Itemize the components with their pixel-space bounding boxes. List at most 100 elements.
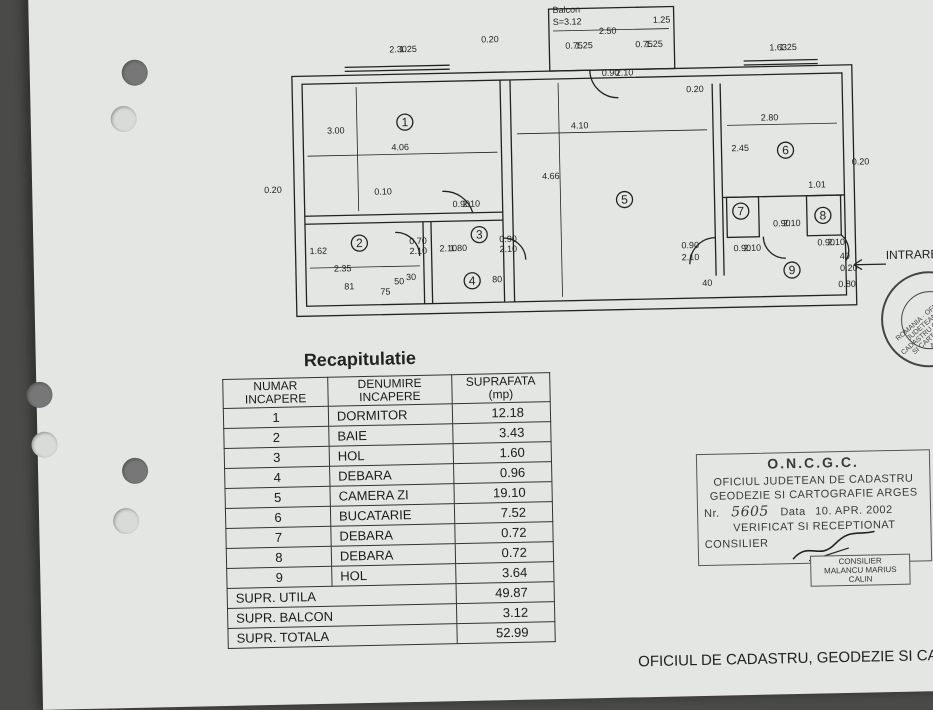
room-name-cell: HOL [329, 443, 454, 467]
room-area-cell: 0.72 [454, 521, 554, 544]
wall [509, 79, 516, 302]
dimension-label: 1.80 [449, 243, 467, 253]
dimension-label: 1.01 [808, 179, 826, 189]
closet-7 [725, 196, 760, 239]
dimension-label: 2.10 [439, 243, 457, 253]
footer-text: OFICIUL DE CADASTRU, GEODEZIE SI CARTOG [638, 646, 933, 671]
dimension-label: 1.25 [575, 40, 593, 50]
oncgc-stamp: O.N.C.G.C. OFICIUL JUDETEAN DE CADASTRU … [695, 449, 933, 567]
room-circle [350, 234, 369, 252]
balcony-outline [547, 5, 676, 72]
dimension-label: 4.06 [391, 142, 409, 152]
room-name-cell: HOL [331, 563, 456, 587]
window [743, 58, 818, 62]
dimension-label: 0.20 [840, 263, 858, 273]
door-swing [689, 237, 716, 265]
inner-wall [301, 72, 848, 307]
dimension-line [309, 265, 420, 269]
entrance-arrow [853, 263, 886, 266]
dimension-label: 1.25 [645, 39, 663, 49]
dimension-label: 2.80 [761, 112, 779, 122]
wall [499, 80, 506, 303]
punch-hole [26, 381, 53, 409]
room-circle [783, 261, 801, 279]
room-circle [732, 202, 750, 220]
dimension-label: 0.75 [565, 40, 583, 50]
room-area-cell: 19.10 [453, 481, 553, 504]
room-number: 4 [469, 274, 476, 288]
dimension-label: 0.20 [481, 34, 499, 44]
room-area-cell: 0.96 [453, 461, 552, 484]
dimension-label: 1.25 [399, 44, 417, 54]
dimension-label: 2.50 [599, 26, 617, 36]
room-circle [463, 272, 481, 290]
dimension-label: 2.10 [783, 218, 801, 228]
balcony-area: S=3.12 [553, 16, 582, 27]
room-circle [470, 225, 488, 244]
room-area-cell: 1.60 [452, 441, 552, 464]
room-number-cell: 2 [223, 426, 330, 449]
dimension-label: 3.00 [327, 125, 345, 135]
room-number-cell: 1 [223, 406, 329, 429]
dimension-label: 2.10 [462, 199, 480, 209]
consilier-stamp: CONSILIER MALANCU MARIUS CALIN [810, 553, 911, 587]
room-name-cell: DEBARA [329, 463, 454, 487]
stamp-nr-value: 5605 [731, 503, 770, 521]
dimension-line [307, 151, 498, 157]
dimension-label: 0.90 [773, 218, 791, 228]
room-number: 8 [819, 208, 826, 222]
dimension-label: 0.90 [452, 199, 470, 209]
door-swing [840, 234, 850, 262]
dimension-label: 2.30 [389, 44, 407, 54]
wall [422, 221, 426, 304]
dimension-label: 0.90 [733, 243, 751, 253]
total-value: 3.12 [456, 601, 555, 624]
room-name-cell: DORMITOR [328, 403, 453, 427]
room-number-cell: 6 [225, 506, 331, 529]
dimension-label: 40 [840, 251, 850, 261]
door-swing [503, 237, 527, 260]
dimension-label: 1.25 [653, 15, 671, 25]
room-circle [396, 113, 414, 131]
punch-hole [112, 507, 140, 535]
room-name-cell: BUCATARIE [330, 503, 455, 527]
door-swing [442, 190, 474, 213]
window [344, 68, 450, 73]
dimension-label: 2.10 [616, 67, 634, 77]
room-number-cell: 9 [226, 566, 333, 589]
room-circle [615, 190, 634, 209]
room-number: 5 [621, 192, 628, 206]
dimension-label: 2.10 [499, 244, 517, 254]
window [344, 64, 450, 69]
room-area-cell: 3.43 [452, 421, 552, 444]
dimension-label: 75 [380, 286, 390, 296]
room-number: 2 [356, 236, 363, 250]
recap-table: NUMAR INCAPERE DENUMIRE INCAPERE SUPRAFA… [222, 372, 556, 649]
dimension-label: 0.20 [264, 185, 282, 195]
dimension-label: 0.90 [602, 68, 620, 78]
room-number-cell: 4 [224, 466, 330, 489]
entrance-label: INTRARE [885, 246, 933, 263]
room-name-cell: BAIE [328, 423, 453, 447]
window [743, 62, 818, 66]
recap-title: Recapitulatie [303, 347, 417, 371]
dimension-label: 0.20 [852, 156, 870, 166]
dimension-label: 0.70 [409, 236, 427, 246]
door-swing [395, 231, 421, 256]
room-circle [776, 141, 795, 159]
wall [719, 83, 725, 276]
dimension-label: 1.25 [779, 42, 797, 52]
dimension-label: 2.10 [409, 246, 427, 256]
dimension-label: 0.75 [635, 39, 653, 49]
room-number-cell: 3 [224, 446, 330, 469]
punch-hole [121, 457, 149, 485]
entrance-arrow-head [853, 259, 863, 271]
dimension-line [552, 28, 669, 32]
dimension-label: 4.66 [542, 171, 560, 181]
dimension-label: 4.10 [571, 120, 589, 130]
room-number: 7 [737, 204, 744, 218]
room-name-cell: DEBARA [330, 523, 455, 547]
header-number: NUMAR INCAPERE [222, 377, 329, 409]
